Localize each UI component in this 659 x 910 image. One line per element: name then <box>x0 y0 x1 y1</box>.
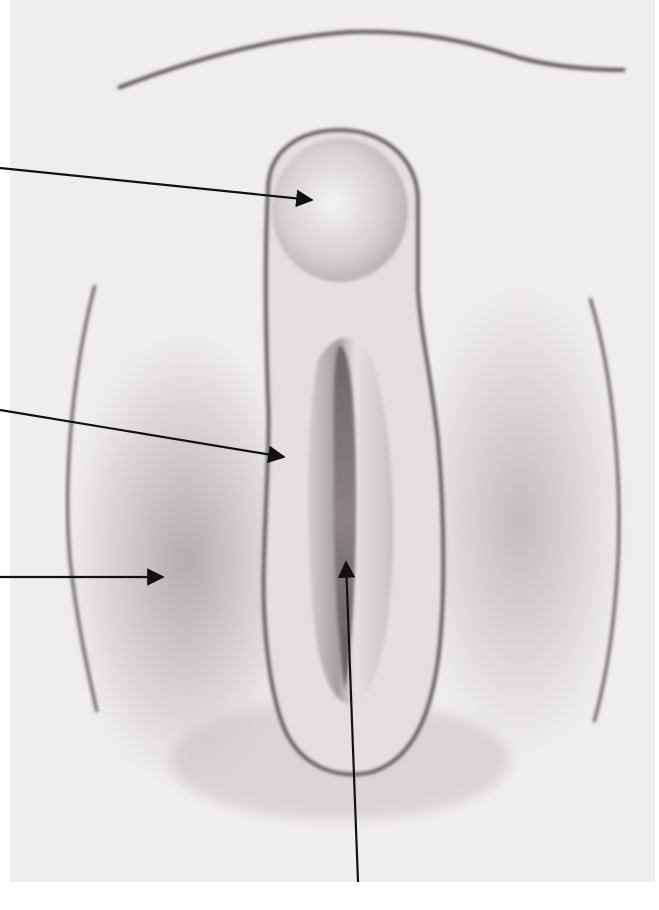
upper-oval-structure <box>272 138 408 282</box>
